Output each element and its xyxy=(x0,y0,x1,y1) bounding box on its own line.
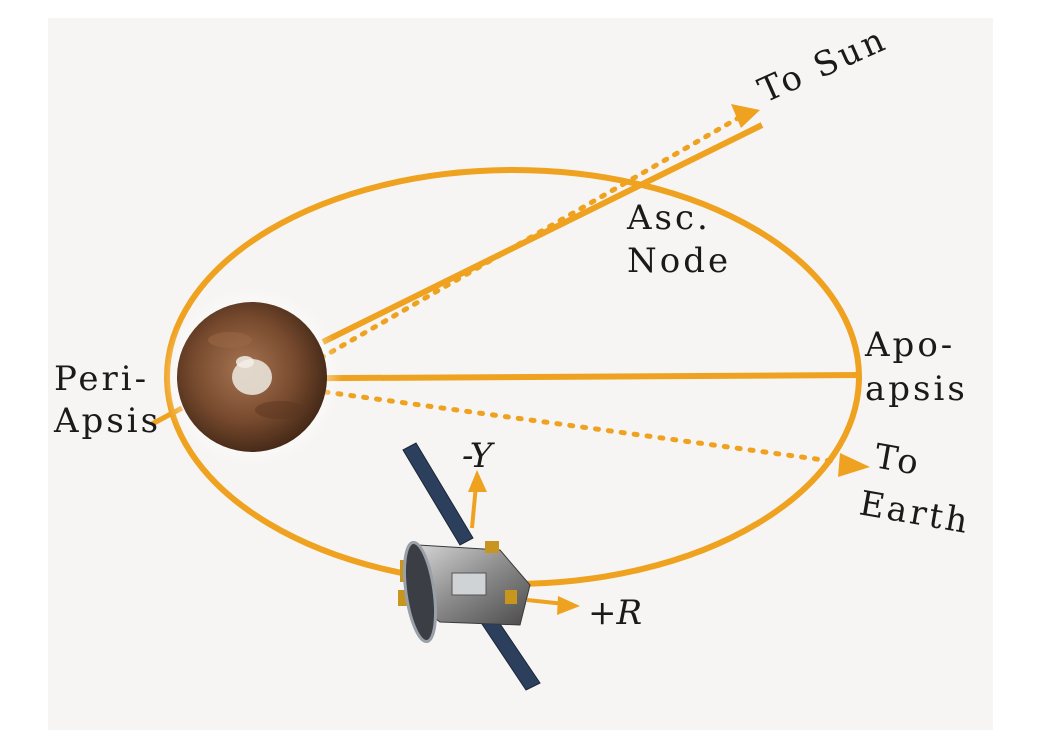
minus-y-arrowhead xyxy=(468,470,487,492)
minus-y-axis-line xyxy=(470,484,478,529)
apoapsis-label-line2: apsis xyxy=(865,369,968,409)
asc-node-label-line2: Node xyxy=(627,241,731,281)
spacecraft-axes xyxy=(468,470,580,615)
to-sun-dotted-line xyxy=(297,114,743,373)
line-of-nodes xyxy=(321,122,764,345)
to-earth-dotted-line xyxy=(322,389,841,465)
to-sun-arrowhead xyxy=(731,104,760,128)
plus-r-label: +R xyxy=(588,593,642,633)
to-earth-label-line1: To xyxy=(871,436,924,483)
mars-planet-icon xyxy=(162,287,342,467)
periapsis-label-line2: Apsis xyxy=(53,401,161,441)
periapsis-label-line1: Peri- xyxy=(54,359,149,399)
minus-y-label: -Y xyxy=(462,436,496,476)
asc-node-label-line1: Asc. xyxy=(626,198,711,238)
plus-r-arrowhead xyxy=(557,596,580,615)
apoapsis-label-line1: Apo- xyxy=(864,325,955,365)
to-earth-arrowhead xyxy=(838,453,870,477)
spacecraft-icon xyxy=(398,442,541,691)
